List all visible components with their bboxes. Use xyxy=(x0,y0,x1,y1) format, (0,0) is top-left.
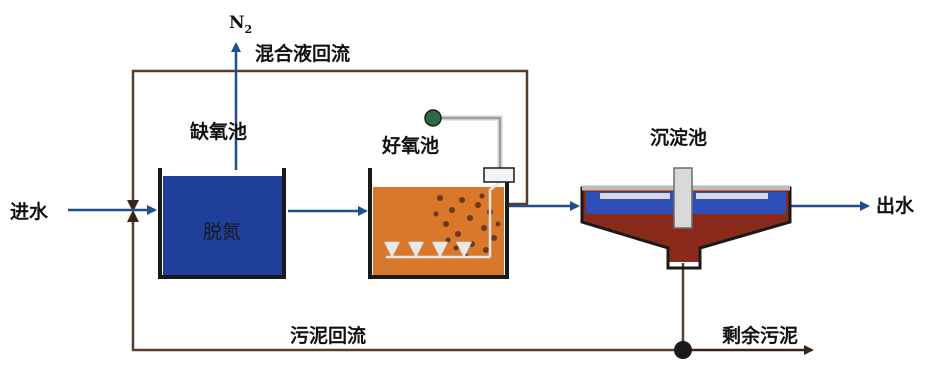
aeration-diffusers xyxy=(383,181,501,259)
anoxic-tank-wall xyxy=(158,168,286,279)
anoxic-water xyxy=(163,176,282,276)
aerobic-tank-wall xyxy=(368,168,509,279)
mixed-liquor-return-arrowhead xyxy=(127,200,139,212)
sludge-return-label: 污泥回流 xyxy=(290,324,366,347)
scraper-arm-right xyxy=(696,193,768,199)
aerobic-tank-label: 好氧池 xyxy=(381,134,439,157)
clarifier xyxy=(580,167,792,270)
mixed-liquor-return-label: 混合液回流 xyxy=(255,42,350,65)
sludge-return-arrowhead xyxy=(127,210,139,222)
inflow-label: 进水 xyxy=(10,201,49,223)
anoxic-tank-label: 缺氧池 xyxy=(190,120,247,143)
outflow-label: 出水 xyxy=(876,194,915,217)
center-column xyxy=(673,167,693,229)
air-pipe xyxy=(435,115,503,170)
sludge-pump-icon xyxy=(674,341,692,359)
aeration-bubbles xyxy=(433,193,501,259)
air-pipe-outline xyxy=(435,117,501,170)
mixed-liquor-return-line xyxy=(131,69,529,206)
air-blower-icon xyxy=(424,109,442,127)
anoxic-tank: 脱氮 xyxy=(158,168,286,279)
aerobic-tank xyxy=(368,109,515,279)
n2-label: N2 xyxy=(229,13,252,36)
aerobic-liquid xyxy=(373,187,504,276)
excess-sludge-label: 剩余污泥 xyxy=(722,324,798,347)
sludge-return-line xyxy=(131,218,685,352)
scraper-arm-left xyxy=(600,193,670,199)
return-pump-box xyxy=(483,167,515,183)
denitrification-label: 脱氮 xyxy=(203,221,241,243)
clarifier-label: 沉淀池 xyxy=(650,126,707,149)
clarifier-wall xyxy=(580,186,792,270)
